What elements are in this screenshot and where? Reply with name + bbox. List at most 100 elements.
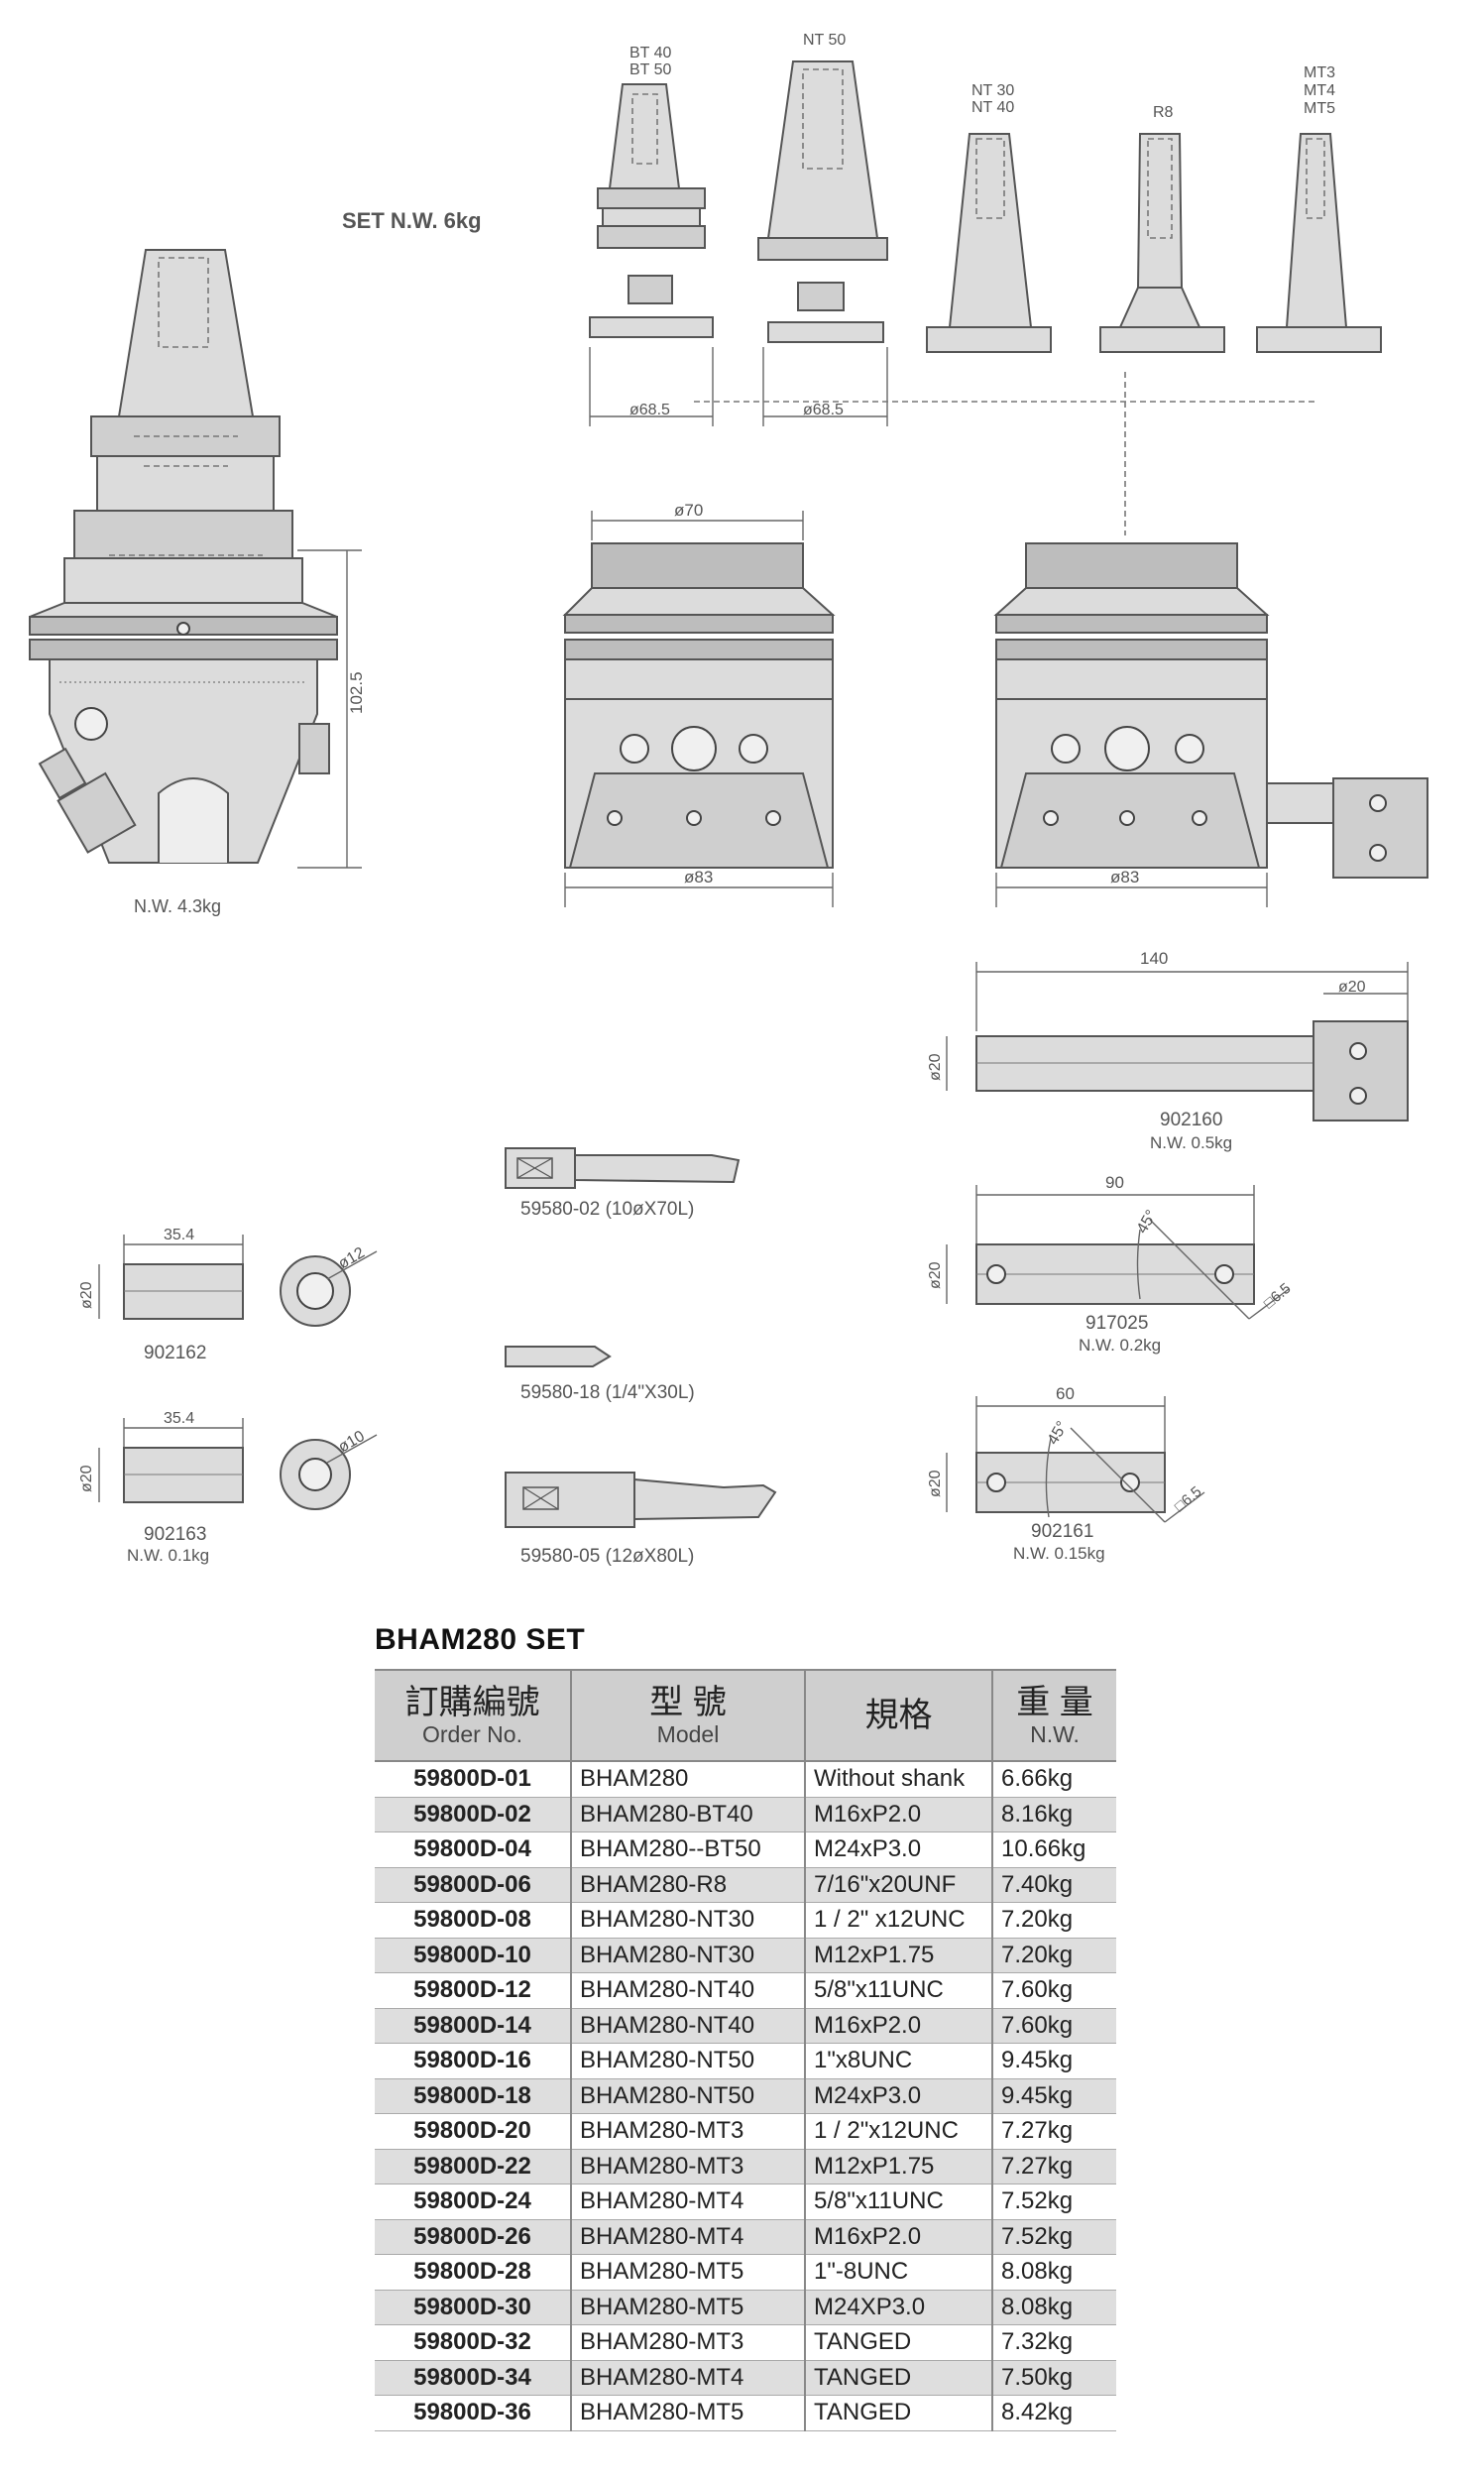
body-bottom-dia-2: ø83: [1110, 868, 1139, 886]
header-model: 型 號 Model: [571, 1669, 806, 1762]
shank-mt5-label: MT5: [1304, 100, 1335, 117]
model-cell: BHAM280-MT3: [571, 2324, 806, 2361]
bar-902161-angle: 45°: [1045, 1419, 1072, 1448]
weight-cell: 7.52kg: [992, 2184, 1116, 2220]
order-no-cell: 59800D-12: [375, 1972, 572, 2009]
bar-917025-weight: N.W. 0.2kg: [1079, 1336, 1161, 1355]
order-no-cell: 59800D-30: [375, 2290, 572, 2325]
order-no-cell: 59800D-28: [375, 2254, 572, 2291]
header-spec-zh: 規格: [864, 1697, 933, 1734]
spec-cell: TANGED: [805, 2360, 993, 2396]
weight-cell: 7.20kg: [992, 1938, 1116, 1973]
header-model-zh: 型 號: [649, 1684, 727, 1721]
bar-902160-length: 140: [1140, 949, 1168, 968]
weight-cell: 9.45kg: [992, 2078, 1116, 2114]
weight-cell: 7.27kg: [992, 2149, 1116, 2184]
model-cell: BHAM280-NT40: [571, 2008, 806, 2044]
spec-cell: 1"x8UNC: [805, 2043, 993, 2079]
bar-917025-dia: ø20: [927, 1261, 944, 1289]
weight-cell: 7.60kg: [992, 1972, 1116, 2009]
body-top-dia: ø70: [674, 501, 703, 520]
spec-cell: M12xP1.75: [805, 2149, 993, 2184]
model-cell: BHAM280-NT50: [571, 2078, 806, 2114]
model-cell: BHAM280-NT30: [571, 1938, 806, 1973]
order-no-cell: 59800D-32: [375, 2324, 572, 2361]
header-weight: 重 量 N.W.: [992, 1669, 1116, 1762]
weight-cell: 10.66kg: [992, 1831, 1116, 1868]
header-order-no: 訂購編號 Order No.: [375, 1669, 572, 1762]
order-no-cell: 59800D-18: [375, 2078, 572, 2114]
sleeve-902163: 35.4 ø20 ø10 902163 N.W. 0.1kg: [78, 1410, 378, 1565]
sleeve-902163-code: 902163: [144, 1524, 206, 1545]
header-spec: 規格: [805, 1669, 993, 1762]
model-cell: BHAM280: [571, 1761, 806, 1798]
weight-cell: 7.52kg: [992, 2219, 1116, 2255]
weight-cell: 7.27kg: [992, 2113, 1116, 2150]
head-weight-label: N.W. 4.3kg: [134, 896, 221, 916]
order-no-cell: 59800D-02: [375, 1797, 572, 1832]
technical-drawing: SET N.W. 6kg 102.5 N.W. 4.3kg BT 40 BT 5…: [29, 32, 1428, 1567]
shank-nt30-label: NT 30: [971, 82, 1014, 99]
weight-cell: 8.08kg: [992, 2290, 1116, 2325]
bar-902160-end-dia: ø20: [1338, 979, 1366, 996]
boring-tools: 59580-02 (10øX70L) 59580-18 (1/4"X30L) 5…: [505, 1147, 777, 1567]
spec-cell: M12xP1.75: [805, 1938, 993, 1973]
bar-902161-code: 902161: [1031, 1521, 1093, 1542]
model-cell: BHAM280-MT4: [571, 2360, 806, 2396]
order-no-cell: 59800D-04: [375, 1831, 572, 1868]
table-title: BHAM280 SET: [375, 1623, 586, 1656]
weight-cell: 7.32kg: [992, 2324, 1116, 2361]
sleeve-902162: 35.4 ø20 ø12 902162: [78, 1227, 378, 1363]
bar-902160: 140 ø20 ø20 902160 N.W. 0.5kg: [927, 949, 1409, 1152]
order-no-cell: 59800D-08: [375, 1902, 572, 1939]
bar-917025-length: 90: [1105, 1173, 1124, 1192]
body-bottom-dia-1: ø83: [684, 868, 713, 886]
model-cell: BHAM280-MT4: [571, 2219, 806, 2255]
tool-59580-05: 59580-05 (12øX80L): [520, 1546, 694, 1567]
model-cell: BHAM280-MT4: [571, 2184, 806, 2220]
model-cell: BHAM280-BT40: [571, 1797, 806, 1832]
order-table: 訂購編號 Order No. 型 號 Model 規格 重 量 N.W. 598…: [375, 1669, 1116, 2431]
shank-r8-label: R8: [1153, 104, 1174, 121]
header-order-zh: 訂購編號: [404, 1684, 540, 1721]
body-with-extension-bar: ø83: [993, 542, 1428, 907]
order-no-cell: 59800D-10: [375, 1938, 572, 1973]
model-cell: BHAM280-NT50: [571, 2043, 806, 2079]
spec-cell: 7/16"x20UNF: [805, 1867, 993, 1903]
weight-cell: 7.20kg: [992, 1902, 1116, 1939]
spec-cell: M24xP3.0: [805, 2078, 993, 2114]
model-cell: BHAM280--BT50: [571, 1831, 806, 1868]
order-no-cell: 59800D-26: [375, 2219, 572, 2255]
weight-cell: 8.16kg: [992, 1797, 1116, 1832]
shank-mt3-label: MT3: [1304, 64, 1335, 81]
shank-bt-label-2: BT 50: [629, 61, 672, 78]
bar-902160-dia: ø20: [927, 1053, 944, 1081]
bar-917025-code: 917025: [1085, 1313, 1148, 1334]
weight-cell: 6.66kg: [992, 1761, 1116, 1798]
order-no-cell: 59800D-01: [375, 1761, 572, 1798]
weight-cell: 7.40kg: [992, 1867, 1116, 1903]
model-cell: BHAM280-MT3: [571, 2113, 806, 2150]
order-no-cell: 59800D-34: [375, 2360, 572, 2396]
sleeve-902163-length: 35.4: [164, 1410, 194, 1427]
sleeve-902163-weight: N.W. 0.1kg: [127, 1546, 209, 1565]
set-weight-label: SET N.W. 6kg: [342, 208, 482, 233]
bar-902161-dia: ø20: [927, 1470, 944, 1497]
spec-cell: TANGED: [805, 2395, 993, 2431]
bar-902160-code: 902160: [1160, 1110, 1222, 1130]
shank-options: BT 40 BT 50 ø68.5 NT 50 ø68.5 NT 30 NT 4…: [589, 32, 1382, 535]
bar-917025-angle: 45°: [1134, 1208, 1161, 1237]
bar-902161-weight: N.W. 0.15kg: [1013, 1544, 1105, 1563]
